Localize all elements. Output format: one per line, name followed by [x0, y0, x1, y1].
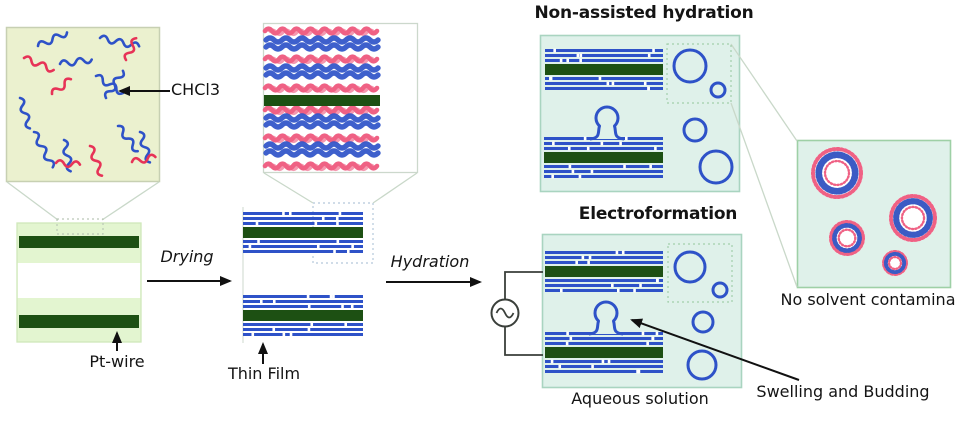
aqueous-solution-label: Aqueous solution [571, 389, 709, 408]
no-solvent-label: No solvent contamina [780, 290, 956, 309]
electroformation-title: Electroformation [578, 204, 738, 224]
molecular-layers [262, 26, 381, 172]
non-assisted-zoom-region [666, 43, 732, 104]
chcl3-label: CHCl3 [171, 80, 220, 99]
polymer-chains [18, 31, 157, 177]
chloroform-solution-box [5, 26, 161, 183]
swelling-pointer-arrow [630, 318, 800, 381]
pt-wire-label: Pt-wire [89, 352, 145, 371]
swelling-budding-label: Swelling and Budding [756, 382, 930, 401]
pt-wire-electrodes [19, 236, 139, 328]
ac-source-icon [490, 271, 543, 356]
swollen-vesicle-circles [672, 48, 734, 381]
drying-label: Drying [160, 247, 214, 266]
hydration-label: Hydration [390, 252, 470, 271]
non-assisted-title: Non-assisted hydration [534, 3, 754, 23]
budding-vesicles [588, 105, 625, 336]
thin-film-label: Thin Film [227, 364, 301, 383]
lamellae-stacks [243, 48, 663, 374]
electro-zoom-region [667, 243, 733, 303]
bilayer-vesicles [811, 147, 937, 276]
zoom-connector-lines [6, 43, 798, 288]
